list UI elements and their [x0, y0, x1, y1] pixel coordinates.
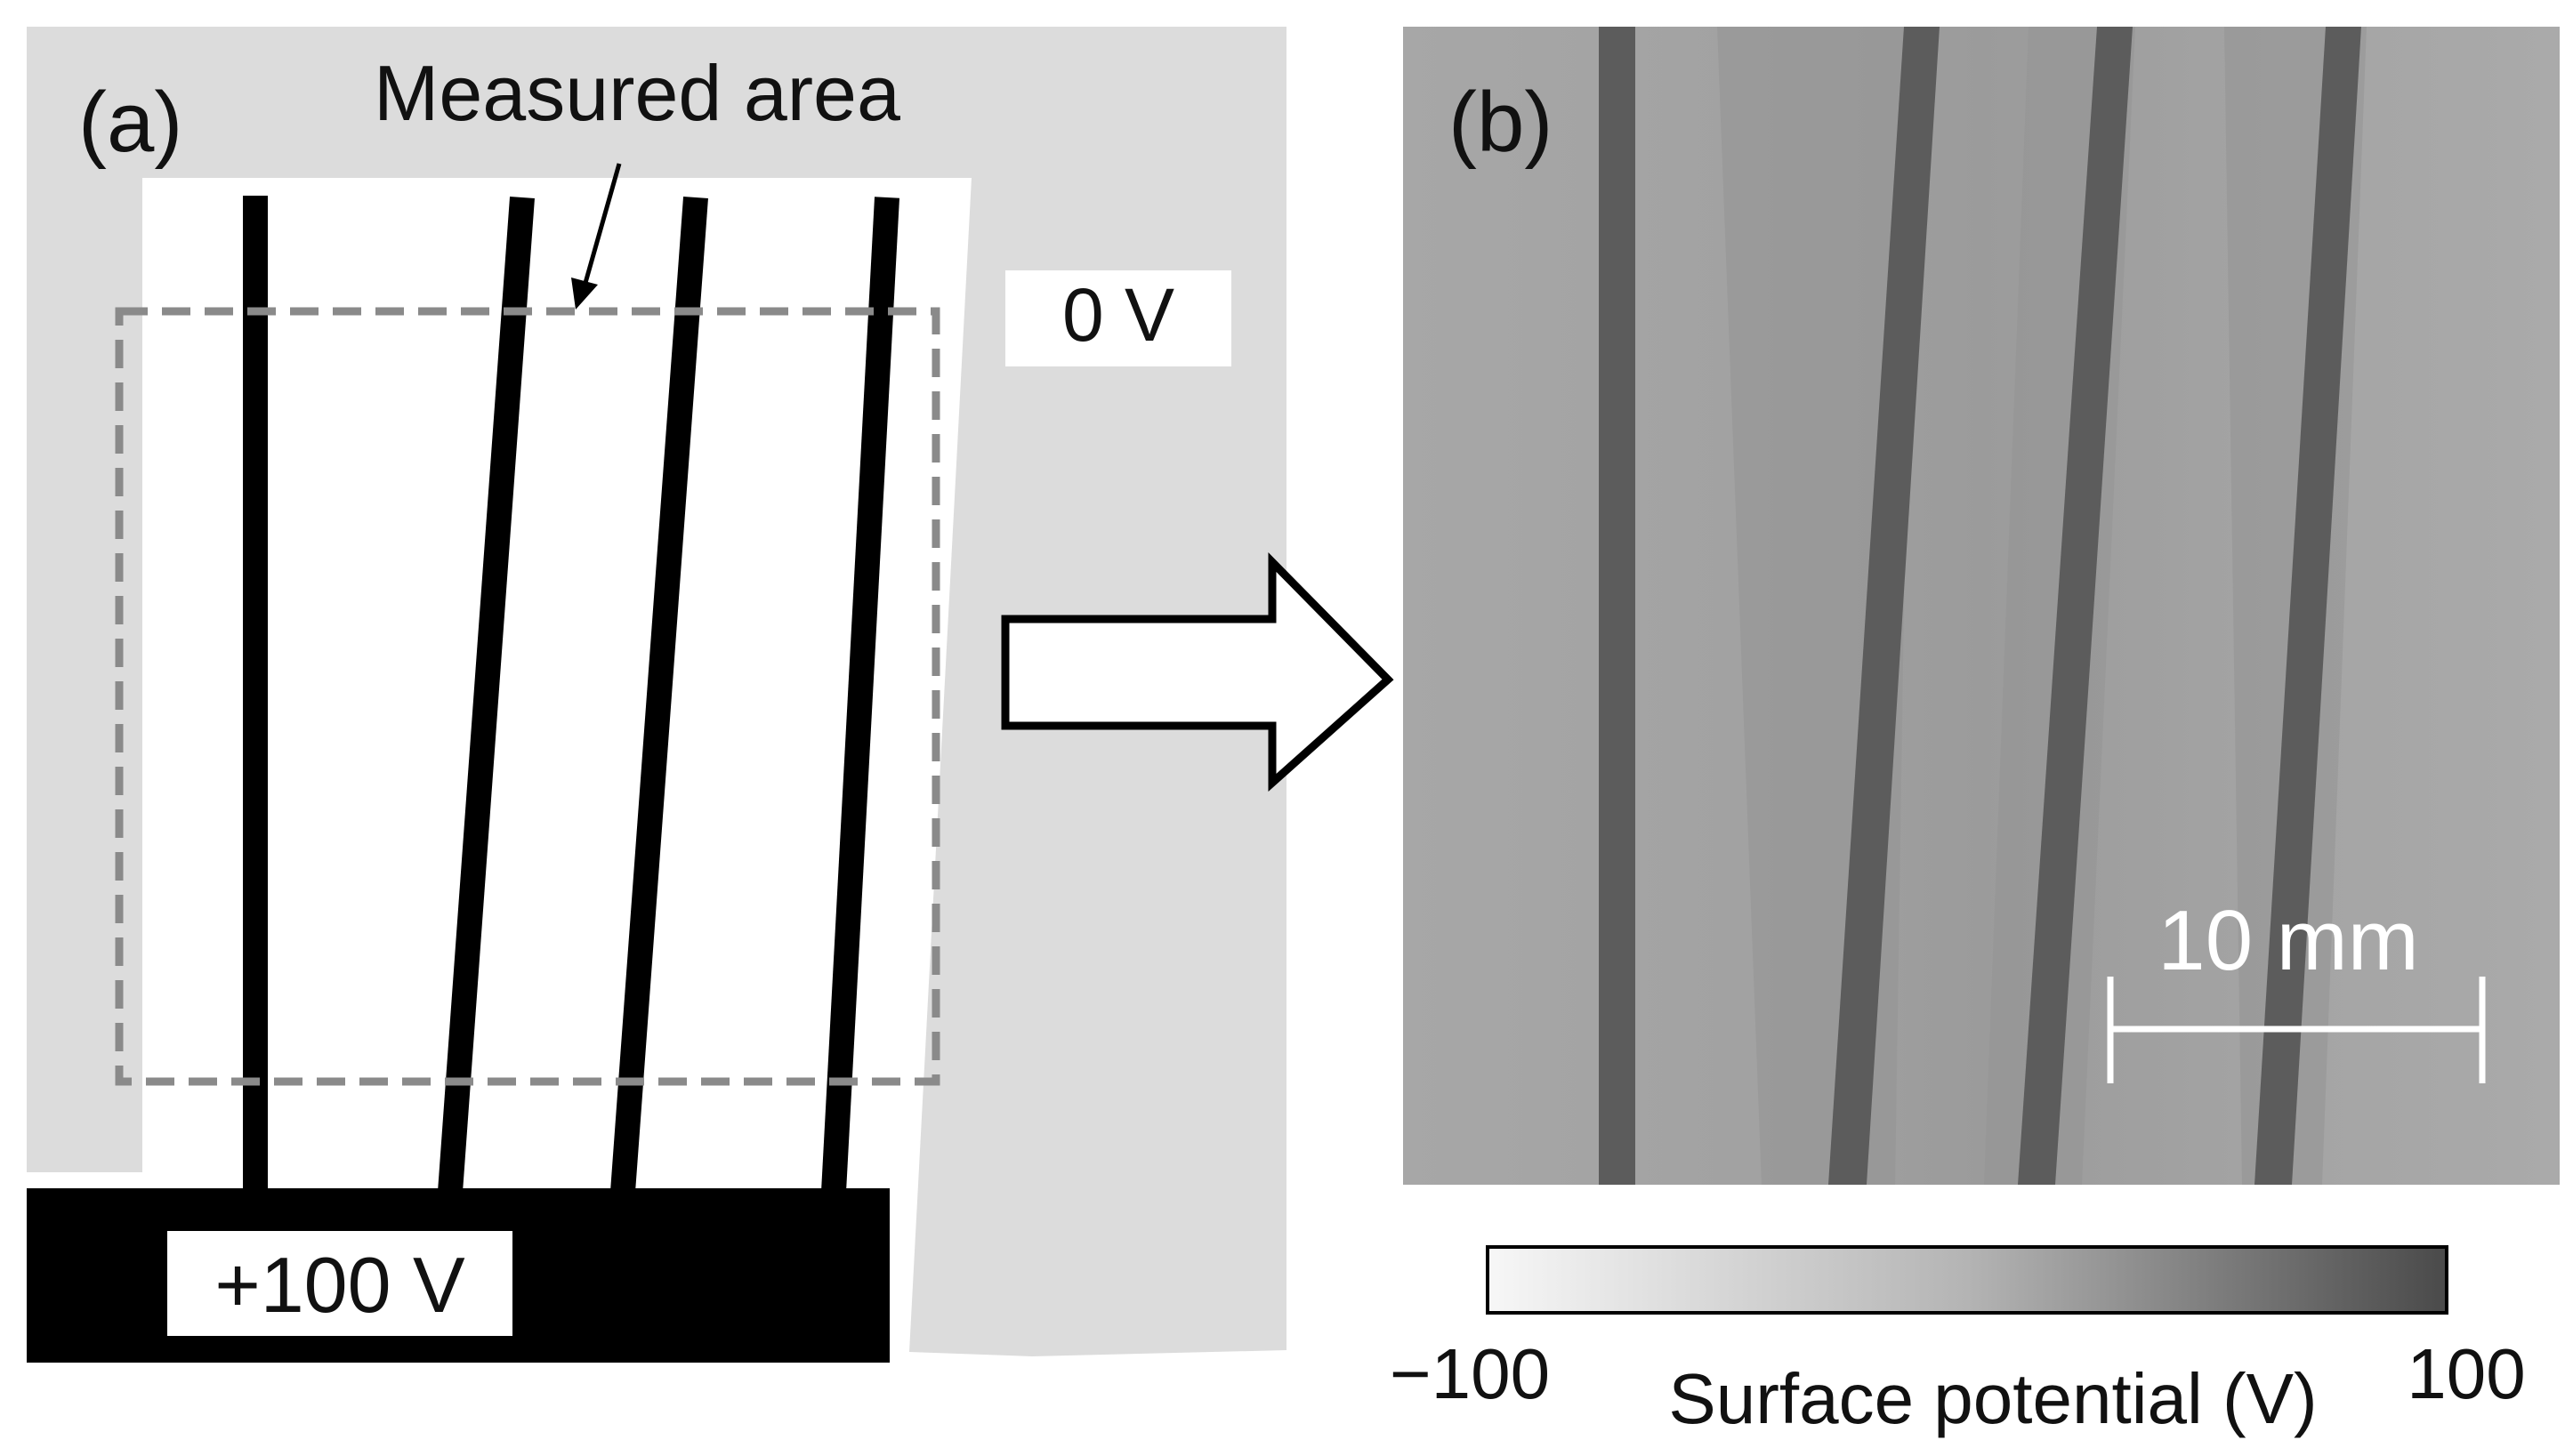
- panel-b-label: (b): [1448, 75, 1553, 170]
- colorbar: [1486, 1245, 2448, 1315]
- measured-area-box: [115, 307, 940, 1086]
- map-stripe: [1828, 27, 1940, 1185]
- colorbar-title: Surface potential (V): [1668, 1359, 2317, 1438]
- colorbar-max-label: 100: [2407, 1334, 2525, 1413]
- scale-bar: [2107, 977, 2486, 1083]
- map-stripe: [2254, 27, 2361, 1185]
- panel-b: (b) 10 mm −100 100 Surface potential (V): [1390, 27, 2560, 1438]
- transition-arrow: [1001, 552, 1394, 792]
- potential-map: [1403, 27, 2560, 1185]
- map-stripe: [2018, 27, 2133, 1185]
- panel-a: (a) Measured area 0 V +100 V: [27, 27, 1286, 1363]
- panel-a-label: (a): [78, 75, 182, 170]
- ground-label-box: [1005, 270, 1231, 366]
- annotation-arrow: [571, 163, 622, 310]
- ground-label: 0 V: [1062, 273, 1174, 357]
- electrode-label-box: [167, 1231, 512, 1336]
- electrode-finger: [610, 196, 708, 1194]
- electrode-label: +100 V: [214, 1241, 465, 1329]
- electrode-fingers: [243, 196, 899, 1194]
- scale-bar-label: 10 mm: [2158, 893, 2418, 988]
- ground-substrate: [27, 27, 1286, 1356]
- colorbar-min-label: −100: [1390, 1334, 1550, 1413]
- potential-map-stripes: [1599, 27, 2361, 1185]
- measured-area-label: Measured area: [374, 49, 900, 137]
- map-stripe: [1599, 27, 1635, 1185]
- electrode-finger: [821, 197, 899, 1193]
- electrode-finger: [438, 196, 535, 1194]
